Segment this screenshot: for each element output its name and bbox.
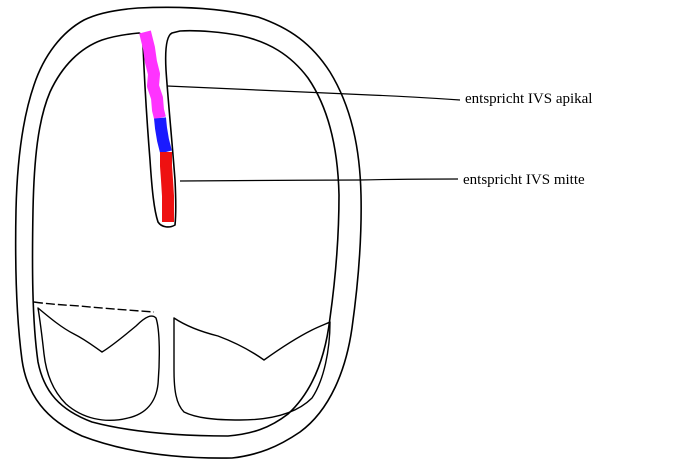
- label-ivs-apikal: entspricht IVS apikal: [465, 92, 592, 107]
- septum-segment-mitte: [166, 152, 168, 222]
- septum-segment-apikal: [145, 32, 160, 118]
- septum-segment-junction: [160, 118, 166, 152]
- valve-plane-line: [34, 302, 154, 312]
- right-lower-chamber: [174, 318, 330, 420]
- outer-heart-outline: [16, 7, 361, 458]
- label-ivs-mitte: entspricht IVS mitte: [463, 173, 585, 188]
- left-lower-chamber: [38, 308, 159, 420]
- leader-line-mitte: [180, 179, 458, 181]
